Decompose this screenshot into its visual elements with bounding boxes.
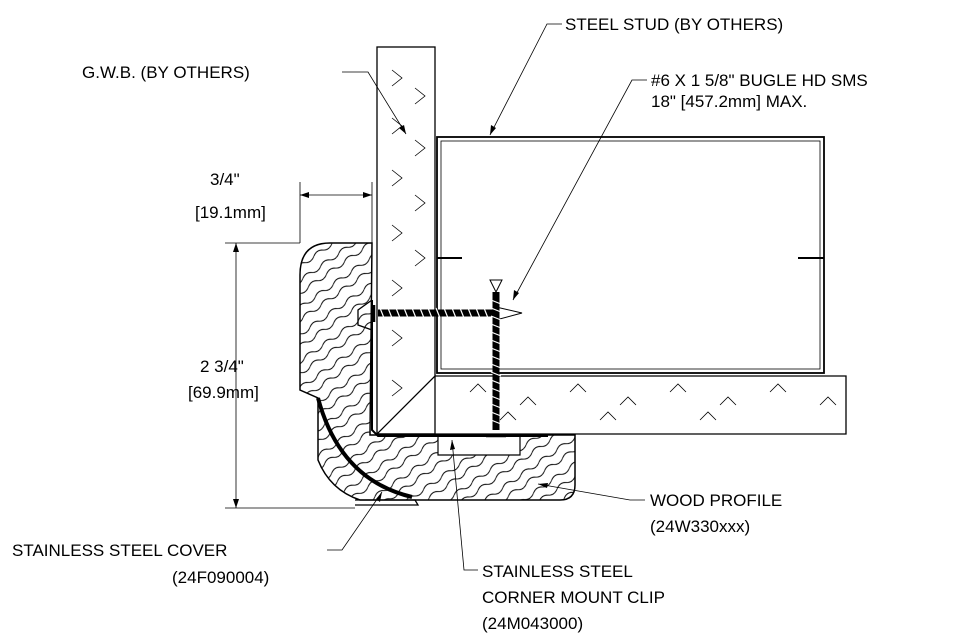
dimension-side	[225, 242, 355, 509]
stainless-steel-cover	[316, 397, 413, 499]
label-cover-line1: STAINLESS STEEL COVER	[12, 541, 227, 560]
leader-gwb	[342, 71, 407, 135]
label-clip-line3: (24M043000)	[482, 614, 583, 633]
dim-top-imperial: 3/4"	[210, 170, 240, 189]
label-screw-line1: #6 X 1 5/8" BUGLE HD SMS	[651, 71, 868, 90]
dimension-top	[299, 182, 373, 243]
gwb-horizontal-panel	[375, 375, 847, 435]
label-wood-line2: (24W330xxx)	[650, 517, 750, 536]
label-clip-line2: CORNER MOUNT CLIP	[482, 588, 665, 607]
label-screw-line2: 18" [457.2mm] MAX.	[651, 92, 807, 111]
dim-side-metric: [69.9mm]	[188, 383, 259, 402]
gwb-vertical-panel	[376, 46, 436, 435]
corner-mount-clip	[357, 299, 548, 437]
label-steel-stud: STEEL STUD (BY OTHERS)	[565, 15, 783, 34]
steel-stud	[436, 136, 825, 374]
screw-horizontal	[372, 305, 523, 322]
label-wood-line1: WOOD PROFILE	[650, 491, 782, 510]
dim-top-metric: [19.1mm]	[195, 203, 266, 222]
leader-steel-stud	[489, 23, 562, 136]
leader-clip	[451, 439, 478, 571]
label-clip-line1: STAINLESS STEEL	[482, 562, 633, 581]
screw-vertical	[486, 279, 506, 438]
leader-wood	[537, 483, 645, 501]
dim-side-imperial: 2 3/4"	[200, 357, 244, 376]
leader-cover	[327, 491, 383, 551]
label-cover-line2: (24F090004)	[172, 568, 269, 587]
leader-screw	[512, 79, 647, 301]
label-gwb: G.W.B. (BY OTHERS)	[82, 63, 250, 82]
